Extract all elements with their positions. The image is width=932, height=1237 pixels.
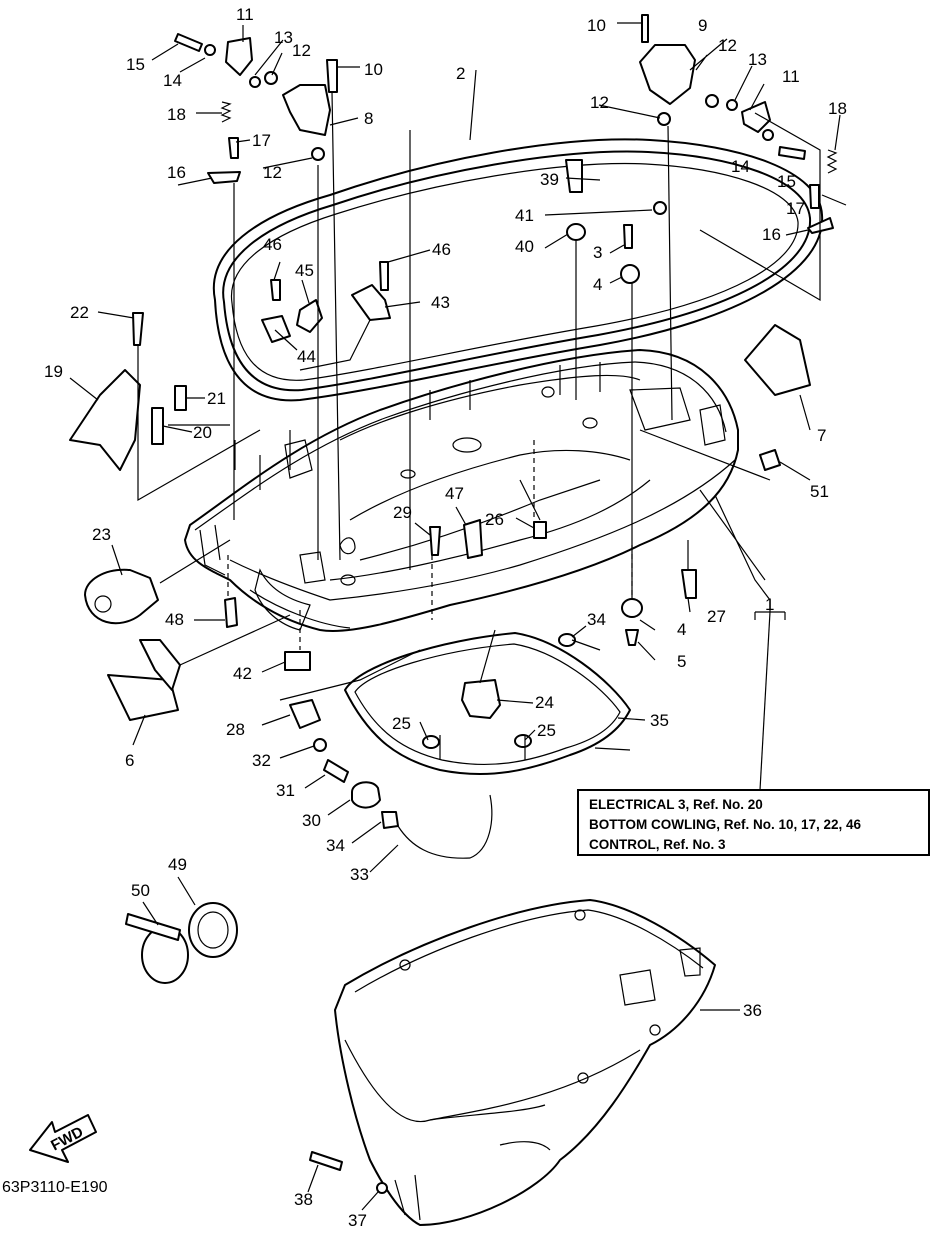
reference-line: CONTROL, Ref. No. 3 (589, 837, 726, 852)
callout-10: 10 (364, 60, 383, 79)
callout-15: 15 (126, 55, 145, 74)
callout-41: 41 (515, 206, 534, 225)
callout-47: 47 (445, 484, 464, 503)
callout-25: 25 (392, 714, 411, 733)
callout-26: 26 (485, 510, 504, 529)
callout-51: 51 (810, 482, 829, 501)
callout-44: 44 (297, 347, 316, 366)
callout-17: 17 (252, 131, 271, 150)
callout-19: 19 (44, 362, 63, 381)
callout-18: 18 (167, 105, 186, 124)
callout-14: 14 (731, 157, 750, 176)
callout-9: 9 (698, 16, 707, 35)
callout-37: 37 (348, 1211, 367, 1230)
seal-part-35 (344, 632, 631, 775)
reference-box: ELECTRICAL 3, Ref. No. 20 BOTTOM COWLING… (577, 789, 930, 856)
callout-28: 28 (226, 720, 245, 739)
callout-24: 24 (535, 693, 554, 712)
callout-1: 1 (765, 595, 774, 614)
callout-numbers: 1 2 3 4 4 5 6 7 8 9 10 10 11 11 12 12 12… (44, 5, 847, 1230)
callout-16: 16 (167, 163, 186, 182)
callout-23: 23 (92, 525, 111, 544)
fwd-arrow-icon: FWD (29, 1114, 97, 1163)
callout-33: 33 (350, 865, 369, 884)
callout-12: 12 (590, 93, 609, 112)
callout-34: 34 (326, 836, 345, 855)
callout-45: 45 (295, 261, 314, 280)
callout-18: 18 (828, 99, 847, 118)
callout-46: 46 (263, 235, 282, 254)
callout-49: 49 (168, 855, 187, 874)
callout-13: 13 (274, 28, 293, 47)
callout-40: 40 (515, 237, 534, 256)
callout-12: 12 (718, 36, 737, 55)
callout-25: 25 (537, 721, 556, 740)
callout-4: 4 (677, 620, 686, 639)
callout-11: 11 (782, 67, 800, 86)
callout-leaders (69, 22, 847, 1211)
callout-42: 42 (233, 664, 252, 683)
callout-35: 35 (650, 711, 669, 730)
callout-21: 21 (207, 389, 226, 408)
callout-48: 48 (165, 610, 184, 629)
callout-29: 29 (393, 503, 412, 522)
callout-7: 7 (817, 426, 826, 445)
callout-46: 46 (432, 240, 451, 259)
callout-17: 17 (786, 199, 805, 218)
callout-14: 14 (163, 71, 182, 90)
callout-22: 22 (70, 303, 89, 322)
callout-13: 13 (748, 50, 767, 69)
callout-43: 43 (431, 293, 450, 312)
callout-31: 31 (276, 781, 295, 800)
callout-36: 36 (743, 1001, 762, 1020)
callout-30: 30 (302, 811, 321, 830)
callout-12: 12 (263, 163, 282, 182)
assembly-lines (137, 91, 821, 760)
reference-line: BOTTOM COWLING, Ref. No. 10, 17, 22, 46 (589, 817, 862, 832)
callout-5: 5 (677, 652, 686, 671)
callout-4: 4 (593, 275, 602, 294)
callout-10: 10 (587, 16, 606, 35)
callout-50: 50 (131, 881, 150, 900)
callout-39: 39 (540, 170, 559, 189)
diagram-code: 63P3110-E190 (2, 1179, 108, 1196)
callout-34: 34 (587, 610, 606, 629)
callout-20: 20 (193, 423, 212, 442)
callout-3: 3 (593, 243, 602, 262)
callout-2: 2 (456, 64, 465, 83)
callout-32: 32 (252, 751, 271, 770)
callout-16: 16 (762, 225, 781, 244)
callout-27: 27 (707, 607, 726, 626)
callout-38: 38 (294, 1190, 313, 1209)
callout-6: 6 (125, 751, 134, 770)
reference-line: ELECTRICAL 3, Ref. No. 20 (589, 797, 763, 812)
callout-15: 15 (777, 172, 796, 191)
apron-part-36 (334, 899, 716, 1226)
callout-11: 11 (236, 5, 254, 24)
callout-8: 8 (364, 109, 373, 128)
hardware-parts (69, 14, 838, 1194)
callout-12: 12 (292, 41, 311, 60)
bottom-cowling-part-1 (184, 349, 739, 632)
